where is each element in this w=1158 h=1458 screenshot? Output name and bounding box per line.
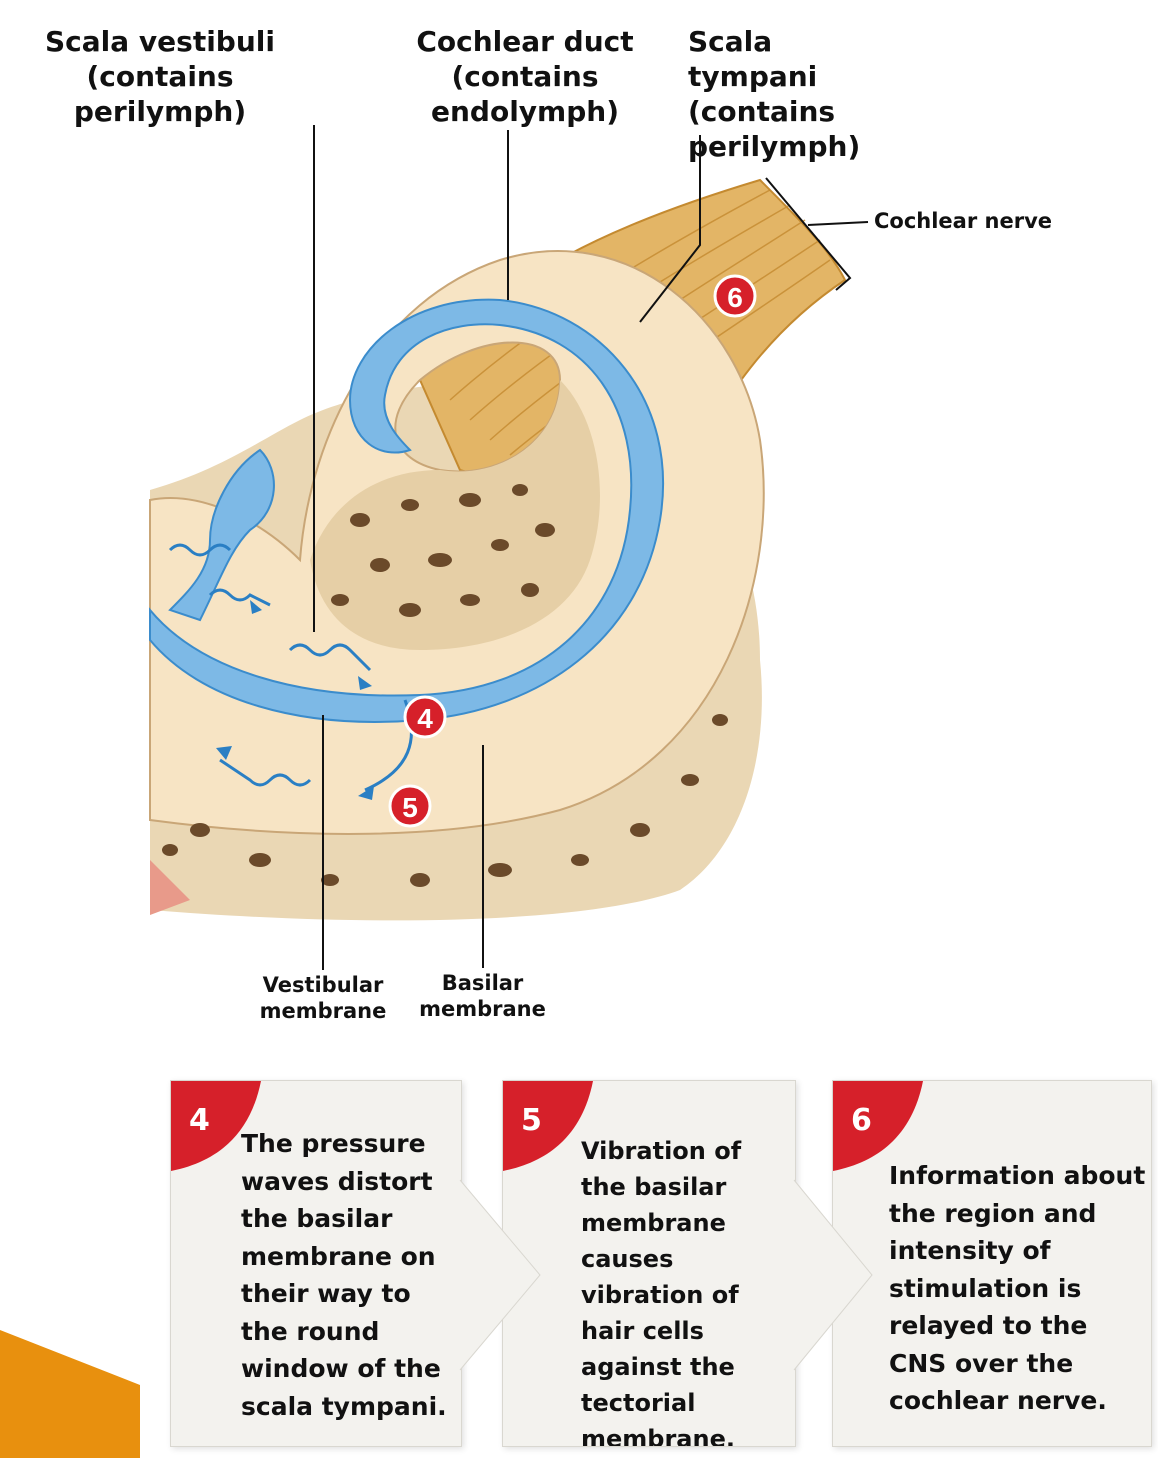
step-number-6: 6 xyxy=(851,1103,872,1138)
step-box-5: 5 Vibration of the basilar membrane caus… xyxy=(502,1080,796,1447)
step-tab-6 xyxy=(833,1081,923,1171)
svg-text:4: 4 xyxy=(417,703,433,734)
step-number-5: 5 xyxy=(521,1103,542,1138)
tissue-red xyxy=(150,860,190,915)
nerve-bracket xyxy=(765,177,852,291)
step-text-5: Vibration of the basilar membrane causes… xyxy=(581,1137,742,1447)
step-text-6: Information about the region and intensi… xyxy=(889,1161,1146,1415)
label-cochlear-duct: Cochlear duct (contains endolymph) xyxy=(416,25,634,128)
step-box-6: 6 Information about the region and inten… xyxy=(832,1080,1152,1447)
label-scala-tympani: Scala tympani (contains perilymph) xyxy=(688,25,861,163)
modiolus-bone xyxy=(310,380,600,650)
cochlear-duct-shape xyxy=(149,298,665,723)
vestibular-branch xyxy=(168,448,275,622)
label-vestibular-membrane: Vestibular membrane xyxy=(259,973,387,1024)
step-box-4: 4 The pressure waves distort the basilar… xyxy=(170,1080,462,1447)
marker-6: 6 xyxy=(713,274,757,318)
marker-4: 4 xyxy=(403,695,447,739)
svg-text:6: 6 xyxy=(727,282,743,313)
step-tab-4 xyxy=(171,1081,261,1171)
svg-text:5: 5 xyxy=(402,792,418,823)
marker-5: 5 xyxy=(388,784,432,828)
orange-accent xyxy=(0,1330,140,1458)
leader-scala-tympani xyxy=(639,135,701,323)
label-scala-vestibuli: Scala vestibuli (contains perilymph) xyxy=(45,25,275,128)
step-text-4: The pressure waves distort the basilar m… xyxy=(241,1129,447,1421)
step-number-4: 4 xyxy=(189,1103,210,1138)
step-tab-5 xyxy=(503,1081,593,1171)
label-basilar-membrane: Basilar membrane xyxy=(419,971,546,1022)
label-cochlear-nerve: Cochlear nerve xyxy=(874,209,1052,233)
